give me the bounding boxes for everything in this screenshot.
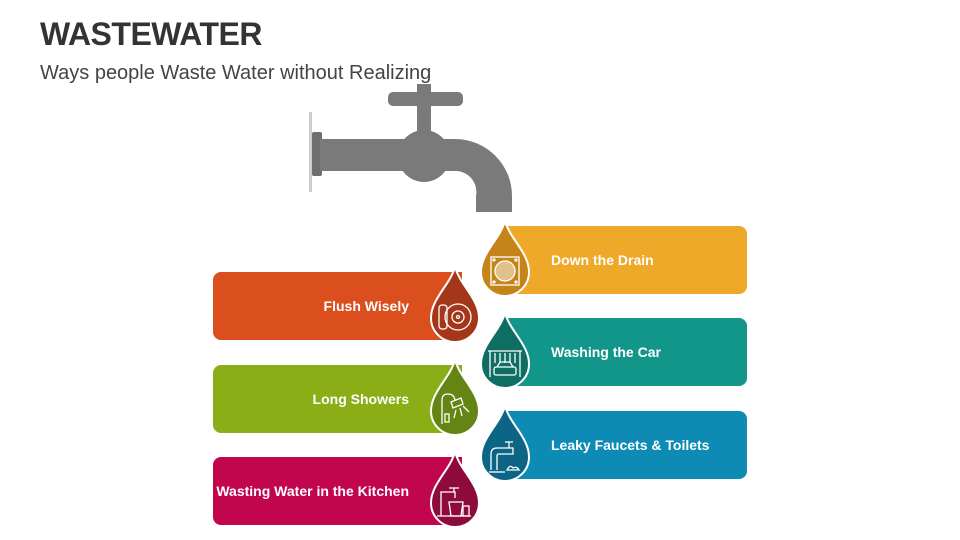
page-subtitle: Ways people Waste Water without Realizin… — [40, 62, 432, 84]
toilet-icon — [429, 265, 481, 343]
item-long-showers: Long Showers — [213, 365, 462, 433]
item-label: Down the Drain — [551, 252, 654, 268]
item-label: Long Showers — [312, 390, 409, 407]
car-wash-icon — [479, 311, 531, 389]
item-label: Wasting Water in the Kitchen — [216, 482, 409, 499]
kitchen-sink-icon — [429, 450, 481, 528]
item-washing-the-car: Washing the Car — [505, 318, 747, 386]
leaky-faucet-icon — [479, 404, 531, 482]
item-label: Flush Wisely — [323, 297, 409, 314]
item-down-the-drain: Down the Drain — [505, 226, 747, 294]
item-leaky-faucets: Leaky Faucets & Toilets — [505, 411, 747, 479]
item-label: Washing the Car — [551, 344, 661, 360]
item-flush-wisely: Flush Wisely — [213, 272, 462, 340]
faucet-icon — [309, 84, 512, 212]
drain-icon — [479, 219, 531, 297]
item-wasting-kitchen: Wasting Water in the Kitchen — [213, 457, 462, 525]
item-label: Leaky Faucets & Toilets — [551, 437, 710, 453]
shower-icon — [429, 358, 481, 436]
page-title: WASTEWATER — [40, 16, 262, 52]
